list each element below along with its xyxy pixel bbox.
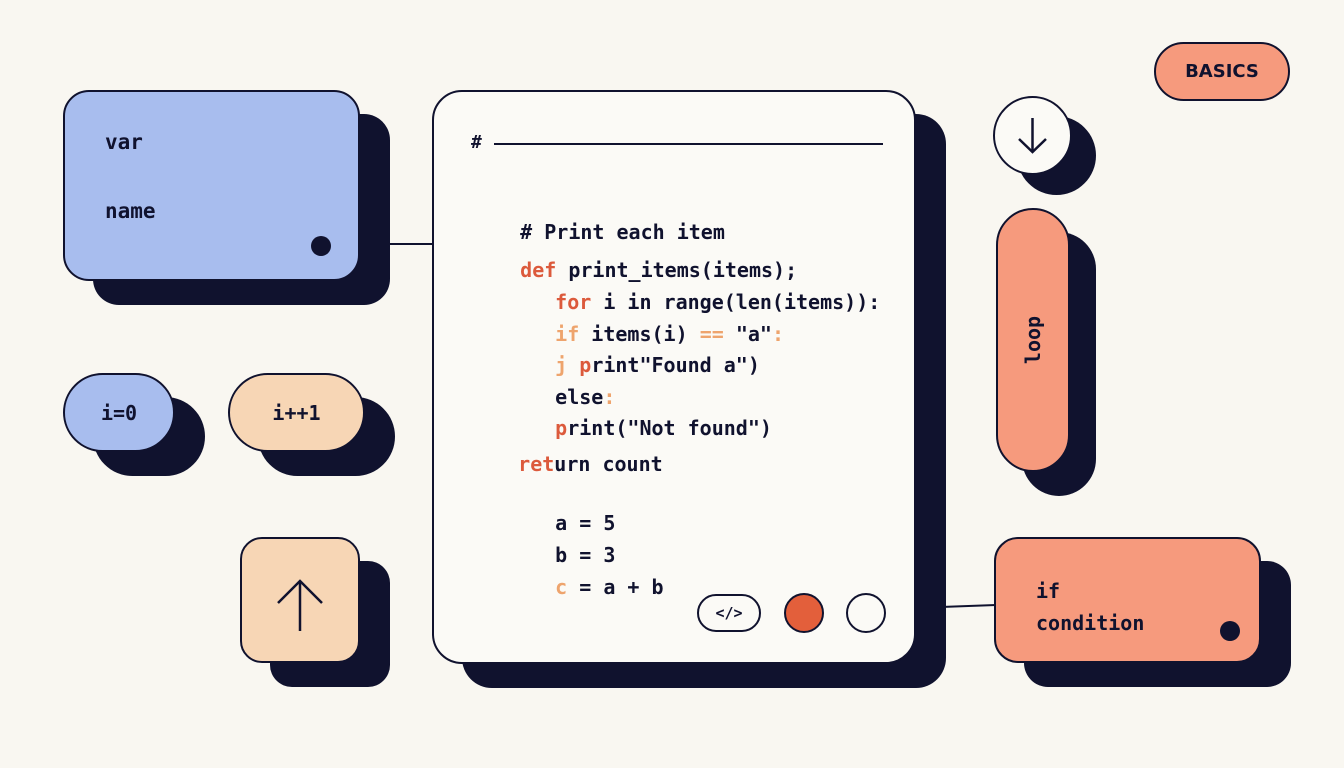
code-if-line: if items(i) == "a": (507, 298, 784, 370)
code-found-line: j print"Found a") (507, 329, 760, 401)
loop-pill[interactable]: loop (996, 208, 1070, 472)
var-card[interactable]: var name (63, 90, 360, 281)
increment-pill[interactable]: i++1 (228, 373, 365, 452)
code-return-line: return count (470, 428, 663, 500)
for-keyword: for (555, 290, 592, 314)
arrow-down-icon (1018, 118, 1047, 154)
code-else-line: else: (507, 361, 615, 433)
comment-text: # Print each item (520, 220, 725, 244)
print-p: p (555, 416, 568, 440)
code-editor-card[interactable]: # # Print each item def print_items(item… (432, 90, 916, 664)
equals-operator: == (699, 322, 724, 346)
if-keyword: if (555, 322, 580, 346)
code-for-line: for i in range(len(items)): (507, 266, 880, 338)
a-assignment: a = 5 (555, 511, 616, 535)
found-j: j (555, 353, 568, 377)
if-text: items(i) (579, 322, 700, 346)
code-tag-button[interactable]: </> (697, 594, 761, 632)
if-colon: : (771, 322, 784, 346)
i0-label: i=0 (100, 400, 138, 425)
for-text: i in range(len(items)): (591, 290, 881, 314)
def-keyword: def (520, 258, 557, 282)
code-comment-line: # Print each item (472, 196, 725, 268)
else-colon: : (603, 385, 616, 409)
code-header: # (471, 132, 482, 153)
basics-badge[interactable]: BASICS (1154, 42, 1290, 101)
found-text: rint"Found a") (591, 353, 760, 377)
empty-circle-button[interactable] (846, 593, 886, 633)
i0-pill[interactable]: i=0 (63, 373, 175, 452)
print-text: rint("Not found") (567, 416, 772, 440)
increment-label: i++1 (272, 400, 321, 425)
return-text: urn count (554, 452, 663, 476)
name-label: name (105, 199, 156, 223)
loop-label-wrap: loop (998, 210, 1068, 470)
if-condition-card[interactable]: if condition (994, 537, 1261, 663)
code-print-line: print("Not found") (507, 392, 772, 464)
up-arrow-card[interactable] (240, 537, 360, 663)
code-def-line: def print_items(items); (472, 234, 797, 306)
code-b-line: b = 3 (507, 519, 615, 591)
down-arrow-button[interactable] (993, 96, 1072, 175)
if-text-2: "a" (723, 322, 772, 346)
def-text: print_items(items); (556, 258, 798, 282)
condition-label: condition (1036, 611, 1145, 635)
connector-dot[interactable] (1220, 621, 1240, 641)
else-keyword: else (555, 385, 604, 409)
var-label: var (105, 130, 143, 154)
b-assignment: b = 3 (555, 543, 616, 567)
c-variable: c (555, 575, 568, 599)
connector-dot[interactable] (311, 236, 331, 256)
record-button[interactable] (784, 593, 824, 633)
header-rule (494, 143, 883, 145)
loop-label: loop (1020, 315, 1045, 365)
if-label: if (1036, 579, 1061, 603)
code-a-line: a = 5 (507, 487, 615, 559)
return-keyword: ret (518, 452, 555, 476)
c-assignment: = a + b (567, 575, 664, 599)
code-c-line: c = a + b (507, 551, 664, 623)
arrow-up-icon (277, 579, 323, 631)
found-p: p (567, 353, 592, 377)
